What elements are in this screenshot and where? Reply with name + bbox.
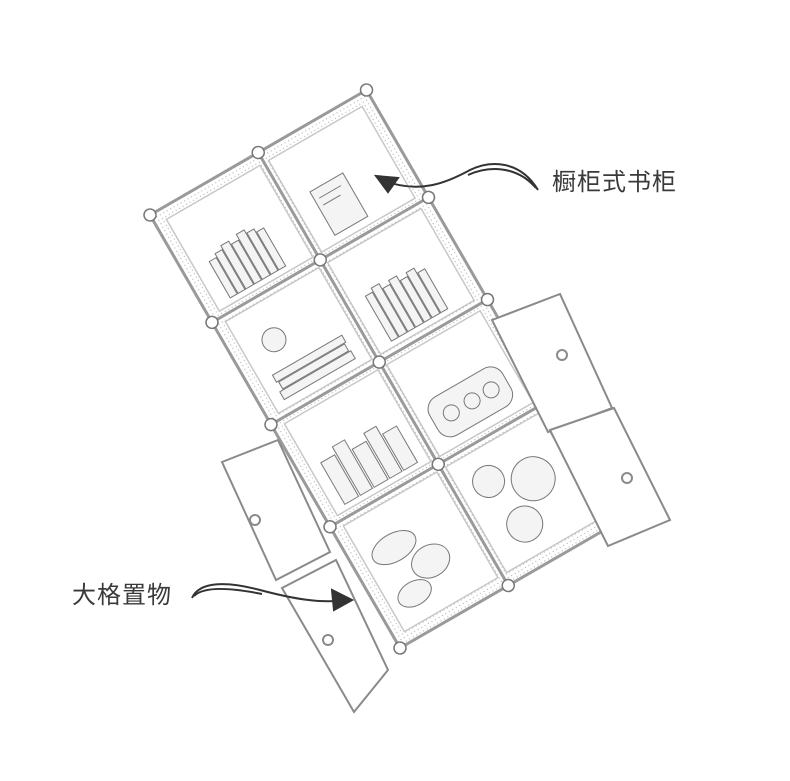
- left-door-lower: [280, 558, 390, 714]
- cabinet-frame: [143, 83, 624, 655]
- right-door-lower: [548, 406, 672, 548]
- callout-bottom-label: 大格置物: [72, 581, 172, 609]
- books-row-2: [261, 267, 449, 401]
- left-door-upper: [220, 438, 332, 582]
- items-row-3: [320, 366, 514, 506]
- arrow-bottom: [191, 583, 355, 612]
- arrow-top: [373, 163, 539, 194]
- callout-top-label: 橱柜式书柜: [552, 168, 677, 196]
- books-row-1: [208, 172, 369, 299]
- items-row-4: [371, 456, 556, 608]
